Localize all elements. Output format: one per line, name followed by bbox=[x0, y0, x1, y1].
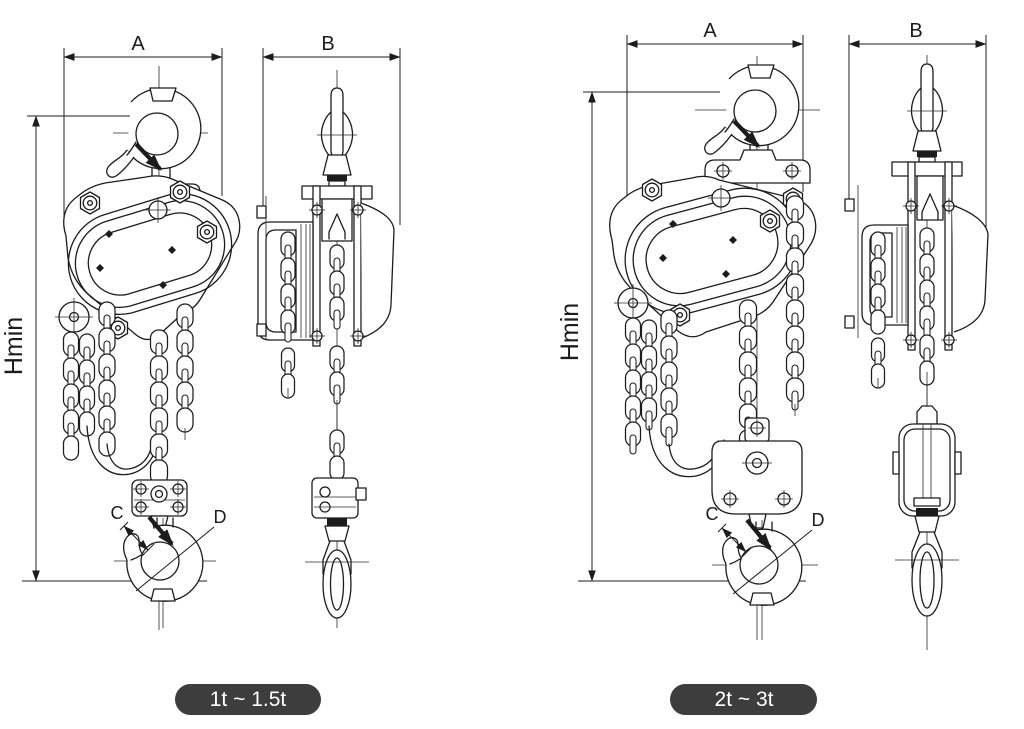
dimension-label-a: A bbox=[703, 20, 717, 42]
top-bracket bbox=[704, 149, 811, 184]
dimension-hmin-small: Hmin bbox=[0, 115, 207, 582]
dimension-b-large: B bbox=[848, 20, 987, 232]
dimension-d-small: D bbox=[135, 507, 227, 592]
capacity-badge-small-label: 1t ~ 1.5t bbox=[210, 688, 287, 711]
capacity-badge-large-bg bbox=[670, 684, 817, 715]
bottom-hook-block bbox=[711, 417, 803, 529]
dimension-b-small: B bbox=[262, 33, 401, 225]
capacity-badge-small-bg bbox=[175, 684, 321, 715]
chains-side bbox=[870, 334, 935, 424]
dimension-a-small: A bbox=[63, 33, 223, 224]
dimension-label-a: A bbox=[131, 33, 145, 55]
bottom-hook-side bbox=[305, 477, 369, 619]
hoist-1t-side-view: B bbox=[256, 33, 401, 628]
dimension-d-large: D bbox=[732, 510, 825, 595]
dimension-label-hmin: Hmin bbox=[0, 317, 28, 375]
body-side bbox=[844, 161, 989, 351]
hand-chain bbox=[624, 309, 725, 478]
capacity-badge-large-label: 2t ~ 3t bbox=[715, 688, 774, 711]
chains-side bbox=[280, 345, 345, 481]
dimension-label-c: C bbox=[706, 504, 719, 524]
dimension-label-d: D bbox=[812, 510, 825, 530]
bottom-hook-block bbox=[131, 479, 188, 529]
dimension-label-b: B bbox=[321, 33, 334, 55]
bottom-block-side bbox=[892, 405, 962, 617]
hoist-2t-front-view: A Hmin bbox=[556, 20, 825, 640]
top-hook bbox=[106, 87, 208, 181]
dimension-label-b: B bbox=[909, 20, 922, 42]
gear-body bbox=[54, 175, 241, 341]
hoist-1t-front-view: A Hmin bbox=[0, 33, 241, 630]
dimension-c-large: C bbox=[706, 504, 753, 560]
capacity-badge-small: 1t ~ 1.5t bbox=[175, 684, 321, 715]
capacity-badge-large: 2t ~ 3t bbox=[670, 684, 817, 715]
top-hook-side bbox=[316, 87, 358, 187]
dimension-c-small: C bbox=[111, 503, 155, 557]
gear-body bbox=[609, 175, 817, 338]
load-chain bbox=[149, 303, 194, 485]
top-hook-side bbox=[906, 63, 948, 163]
cover-rivets bbox=[96, 230, 176, 289]
top-hook bbox=[695, 64, 820, 158]
bottom-hook bbox=[712, 518, 818, 640]
bottom-hook bbox=[114, 515, 216, 628]
body-side bbox=[256, 185, 395, 347]
dimension-label-c: C bbox=[111, 503, 124, 523]
dimension-hmin-large: Hmin bbox=[556, 91, 806, 582]
hand-chain bbox=[62, 301, 159, 476]
dimension-label-hmin: Hmin bbox=[556, 303, 584, 361]
cover-rivets bbox=[659, 220, 737, 278]
hoist-2t-side-view: B bbox=[844, 20, 989, 650]
dimension-label-d: D bbox=[214, 507, 227, 527]
dimension-a-large: A bbox=[626, 20, 804, 212]
